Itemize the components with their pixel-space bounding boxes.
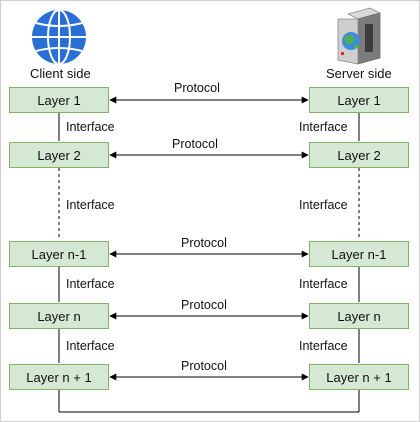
server-side-title: Server side xyxy=(326,66,392,81)
client-interface-label-4: Interface xyxy=(64,339,117,353)
client-interface-label-2: Interface xyxy=(64,198,117,212)
client-layer-1: Layer 1 xyxy=(9,87,109,113)
client-layer-n-1: Layer n-1 xyxy=(9,241,109,267)
server-interface-label-4: Interface xyxy=(297,339,350,353)
protocol-label-5: Protocol xyxy=(181,359,227,373)
globe-icon xyxy=(32,9,86,65)
client-layer-n-plus-1: Layer n + 1 xyxy=(9,364,109,390)
server-layer-n-1: Layer n-1 xyxy=(309,241,409,267)
server-layer-1: Layer 1 xyxy=(309,87,409,113)
server-layer-n: Layer n xyxy=(309,303,409,329)
protocol-label-4: Protocol xyxy=(181,298,227,312)
protocol-label-1: Protocol xyxy=(174,81,220,95)
server-icon xyxy=(337,7,382,65)
server-interface-label-1: Interface xyxy=(297,120,350,134)
client-interface-label-1: Interface xyxy=(64,120,117,134)
client-side-title: Client side xyxy=(30,66,91,81)
server-layer-2: Layer 2 xyxy=(309,142,409,168)
protocol-label-3: Protocol xyxy=(181,236,227,250)
client-layer-n: Layer n xyxy=(9,303,109,329)
protocol-label-2: Protocol xyxy=(172,137,218,151)
client-interface-label-3: Interface xyxy=(64,277,117,291)
server-interface-label-3: Interface xyxy=(297,277,350,291)
client-layer-2: Layer 2 xyxy=(9,142,109,168)
server-layer-n-plus-1: Layer n + 1 xyxy=(309,364,409,390)
server-interface-label-2: Interface xyxy=(297,198,350,212)
